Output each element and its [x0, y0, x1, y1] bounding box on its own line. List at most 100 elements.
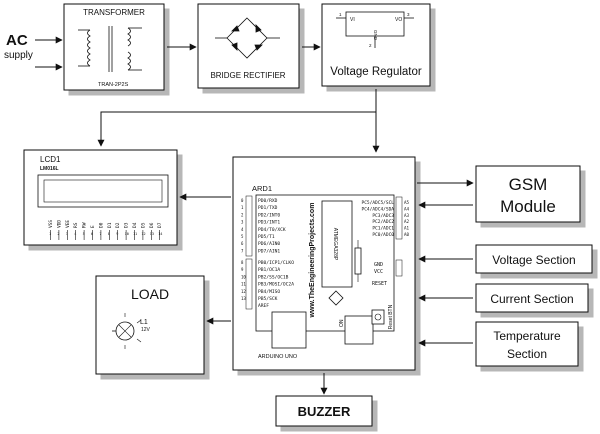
arduino-digital-pin-number: 8	[241, 260, 244, 265]
diode-bridge-symbol	[215, 17, 280, 59]
arduino-digital-pin-number: 12	[241, 289, 246, 294]
arduino-digital-pin-label: PD7/AIN1	[258, 248, 280, 254]
load-title: LOAD	[131, 286, 169, 302]
arduino-analog-pin-label: PC2/ADC2	[372, 219, 394, 225]
arduino-digital-pin-label: PB5/SCK	[258, 296, 278, 302]
arduino-digital-pin-number: 13	[241, 296, 246, 301]
arduino-analog-pin-label: PC5/ADC5/SCL	[361, 200, 394, 206]
arduino-digital-pin-label: PB4/MISO	[258, 289, 280, 295]
lamp-ref: L1	[140, 319, 148, 326]
regulator-pin-vi: VI	[350, 17, 355, 23]
arduino-digital-pin-label: PB0/ICP1/CLKO	[258, 260, 294, 266]
arduino-digital-pins-upper: PD0/RXD0PD1/TXD1PD2/INT02PD3/INT13PD4/T0…	[241, 198, 286, 254]
lcd-pin-label: VEE	[65, 220, 71, 228]
header-strip-analog	[395, 196, 403, 240]
arduino-analog-pin-number: A4	[404, 206, 410, 211]
arduino-analog-pin-label: PC3/ADC3	[372, 213, 394, 219]
arduino-analog-pin-label: PC4/ADC4/SDA	[361, 206, 394, 212]
arduino-digital-pin-number: 2	[241, 212, 244, 217]
arduino-digital-pin-number: 0	[241, 198, 244, 203]
vcc-pin-label: VCC	[374, 269, 383, 275]
lcd-screen	[43, 179, 163, 203]
gsm-line2: Module	[500, 197, 556, 216]
lcd-part: LM016L	[40, 166, 59, 172]
load-block: LOAD L1 12V	[95, 275, 205, 375]
lcd-pin-number: 13	[150, 232, 154, 236]
reset-pin-label: RESET	[372, 281, 387, 287]
arduino-digital-pin-label: PD1/TXD	[258, 205, 278, 211]
regulator-pin-gnd: GND	[373, 30, 378, 41]
lcd-pin-label: RW	[82, 222, 88, 228]
arduino-digital-pin-label: PD6/AIN0	[258, 241, 280, 247]
arduino-digital-pin-label: PD0/RXD	[258, 198, 278, 204]
gsm-block: GSM Module	[475, 165, 581, 223]
lcd-pin-row: VSS1VDD2VEE3RS4RW5E6D07D18D29D310D411D51…	[48, 220, 163, 240]
arduino-analog-pin-number: A2	[404, 219, 410, 224]
lcd-pin-label: VSS	[48, 220, 54, 228]
gnd-pin-label: GND	[374, 262, 383, 268]
lcd-pin-label: RS	[73, 222, 79, 228]
current-section-block: Current Section	[475, 283, 589, 313]
transformer-block: TRANSFORMER TRAN-2P2S	[63, 3, 165, 91]
lcd-pin-label: D4	[132, 222, 138, 228]
regulator-pin-1: 1	[339, 12, 342, 17]
temperature-section-line1: Temperature	[493, 329, 561, 343]
lcd-pin-label: D5	[140, 222, 146, 228]
load-box	[95, 275, 205, 375]
reset-btn-label: Reset BTN	[388, 304, 394, 329]
bridge-rectifier-block: BRIDGE RECTIFIER	[197, 3, 300, 89]
lcd-block: LCD1 LM016L VSS1VDD2VEE3RS4RW5E6D07D18D2…	[23, 149, 178, 246]
arduino-digital-pin-number: 3	[241, 220, 244, 225]
temperature-section-box	[475, 321, 579, 367]
rectifier-box	[197, 3, 300, 89]
arduino-analog-pin-label: PC1/ADC1	[372, 226, 394, 232]
lcd-pin-label: D7	[157, 222, 163, 228]
regulator-pin-2: 2	[369, 43, 372, 48]
arduino-digital-pin-number: 9	[241, 267, 244, 272]
arduino-logo-diamond	[328, 290, 344, 306]
buzzer-box	[275, 395, 373, 427]
voltage-regulator-block: VI VO GND 1 3 2 Voltage Regulator	[321, 3, 431, 87]
lcd-pin-number: 11	[133, 232, 137, 236]
transformer-part: TRAN-2P2S	[98, 82, 129, 88]
arduino-analog-pin-number: A5	[404, 200, 410, 205]
regulator-pin-vo: VO	[395, 17, 402, 23]
header-strip-power	[395, 259, 403, 277]
arduino-digital-pin-label: AREF	[258, 303, 269, 309]
regulator-chip	[345, 11, 405, 37]
arduino-digital-pin-number: 7	[241, 248, 244, 253]
temperature-section-line2: Section	[507, 347, 547, 361]
ac-input: AC supply	[4, 32, 63, 71]
current-section-box	[475, 283, 589, 313]
lcd-pin-number: 6	[91, 232, 93, 236]
buzzer-block: BUZZER	[275, 395, 373, 427]
arduino-ref: ARD1	[252, 184, 272, 193]
arduino-name: ARDUINO UNO	[258, 354, 298, 360]
lcd-pin-number: 5	[83, 232, 85, 236]
transformer-symbol	[78, 26, 142, 72]
regulator-pin-3: 3	[407, 12, 410, 17]
lcd-pin-number: 2	[57, 232, 59, 236]
transformer-box	[63, 3, 165, 91]
atmega-chip-label: ATMEGA328P	[332, 228, 338, 261]
regulator-to-lcd-arrow	[97, 111, 376, 147]
reset-button-cap	[374, 313, 382, 321]
atmega-chip	[321, 200, 353, 288]
arduino-digital-pin-label: PB1/OC1A	[258, 267, 280, 273]
lcd-pin-label: D1	[107, 222, 113, 228]
arduino-digital-pin-label: PB3/MOSI/OC2A	[258, 282, 294, 288]
voltage-section-box	[475, 244, 593, 274]
lamp-filament	[118, 324, 132, 338]
lcd-pin-label: D6	[149, 222, 155, 228]
arduino-analog-pin-number: A0	[404, 232, 410, 237]
arduino-digital-pin-number: 5	[241, 234, 244, 239]
lcd-pin-label: D3	[124, 222, 130, 228]
transformer-title: TRANSFORMER	[83, 8, 145, 17]
arduino-digital-pin-label: PD5/T1	[258, 234, 275, 240]
arduino-digital-pin-number: 1	[241, 205, 244, 210]
lamp-value: 12V	[141, 327, 151, 333]
voltage-section-block: Voltage Section	[475, 244, 593, 274]
regulator-label: Voltage Regulator	[330, 66, 422, 78]
